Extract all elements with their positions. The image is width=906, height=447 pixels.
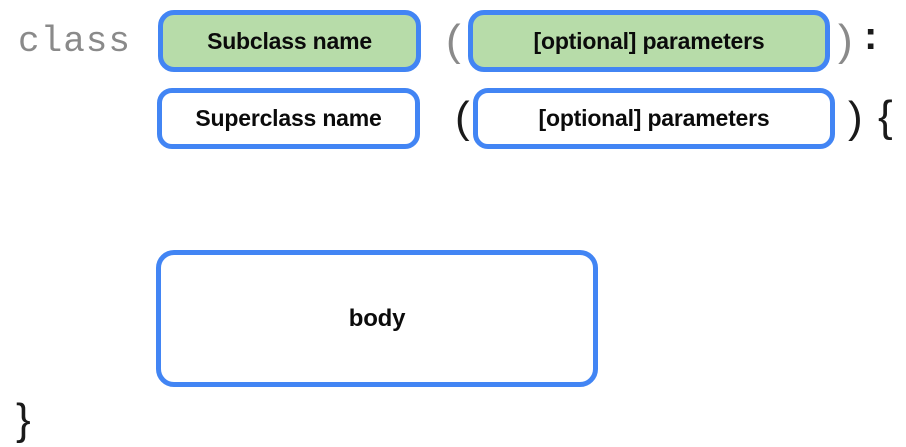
row1-colon: : [864, 14, 878, 58]
superclass-parameters-label: [optional] parameters [538, 105, 770, 131]
row2-close-paren: ) [848, 93, 863, 142]
row1-close-paren: ) [838, 16, 853, 65]
class-body-box[interactable]: body [156, 250, 598, 387]
subclass-parameters-label: [optional] parameters [533, 27, 765, 54]
class-body-label: body [348, 304, 406, 332]
superclass-name-label: Superclass name [195, 105, 382, 131]
row2-open-brace: { [878, 92, 893, 141]
superclass-parameters-box[interactable]: [optional] parameters [473, 88, 835, 149]
closing-brace: } [16, 395, 31, 444]
subclass-parameters-box[interactable]: [optional] parameters [468, 10, 830, 72]
keyword-class: class [18, 21, 132, 62]
superclass-name-box[interactable]: Superclass name [157, 88, 420, 149]
subclass-name-label: Subclass name [207, 27, 372, 54]
row1-open-paren: ( [446, 16, 461, 65]
subclass-name-box[interactable]: Subclass name [158, 10, 421, 72]
row2-open-paren: ( [455, 93, 470, 142]
